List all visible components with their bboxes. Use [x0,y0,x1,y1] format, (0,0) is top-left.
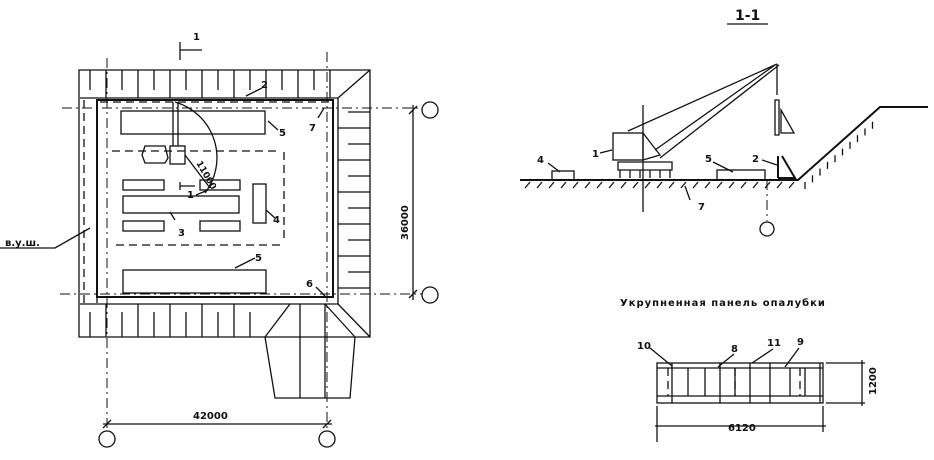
callout-5: 5 [279,128,286,139]
crane-body [617,132,673,178]
panel-callout-9: 9 [797,337,804,348]
axis-bubble [759,221,775,237]
callout-1: 1 [187,190,194,201]
section-1-1: 1-1 1 4 5 2 7 [520,8,928,237]
crane-boom [627,63,780,159]
access-ramp [264,303,356,399]
axis-bubble [421,101,439,119]
section-element-4 [551,170,575,181]
slope-hatching-right [338,111,370,289]
callout-7: 7 [309,123,316,134]
sec-callout-7: 7 [698,202,705,213]
section-cut-mark [179,42,202,190]
panel-length-label: 6120 [728,423,756,434]
dimension-line-width [102,419,332,429]
panel-height-label: 1200 [868,367,879,395]
sec-callout-4: 4 [537,155,544,166]
rebar-storage [122,195,240,214]
panel-stack-top [120,110,266,135]
panel-dim-height [826,360,865,406]
crane-track-left [83,100,98,304]
formwork-panel: Укрупненная панель опалубки 6120 1200 10… [620,297,879,442]
formwork-contour [96,99,334,298]
callout-6: 6 [306,279,313,290]
callouts: 2 5 7 1 3 4 5 6 [169,80,326,297]
axis-bubble [318,430,336,448]
crane-cab [612,132,644,161]
ground-hatching [524,121,874,189]
dim-width-label: 42000 [193,411,228,422]
crane-radius-arc [174,101,218,194]
section-mark-label: 1 [193,32,200,43]
crane-path [112,150,285,246]
callout-3: 3 [178,228,185,239]
axis-bubble [98,430,116,448]
installed-formwork [777,155,797,179]
panel-ribs [667,363,821,403]
ground-line [520,106,928,181]
panel-stack-bottom [122,269,267,294]
panel-frame [656,362,824,404]
panel-callout-8: 8 [731,344,738,355]
element-4 [252,183,267,224]
dimension-line-height [408,105,418,300]
pit-bottom-edge [80,97,339,305]
slope-hatching-top [89,70,331,98]
callout-5b: 5 [255,253,262,264]
section-title: 1-1 [735,8,760,24]
section-stack-5 [716,169,766,181]
panel-dim-length [655,406,826,442]
plan-view: 42000 36000 11000 1 в.у.ш. 2 5 7 1 3 4 5… [0,32,439,448]
sec-callout-5: 5 [705,154,712,165]
zone-label: в.у.ш. [5,238,40,249]
sec-callout-1: 1 [592,149,599,160]
slope-hatching-bottom [89,304,251,337]
panel-title: Укрупненная панель опалубки [620,297,826,309]
dim-height-label: 36000 [400,205,411,240]
panel-callout-10: 10 [637,341,651,352]
callout-2: 2 [261,80,268,91]
hanging-panel [774,99,796,136]
sec-callout-2: 2 [752,154,759,165]
callout-4: 4 [273,215,280,226]
panel-callout-11: 11 [767,338,781,349]
crane-plan [141,102,211,189]
axis-bubble [421,286,439,304]
